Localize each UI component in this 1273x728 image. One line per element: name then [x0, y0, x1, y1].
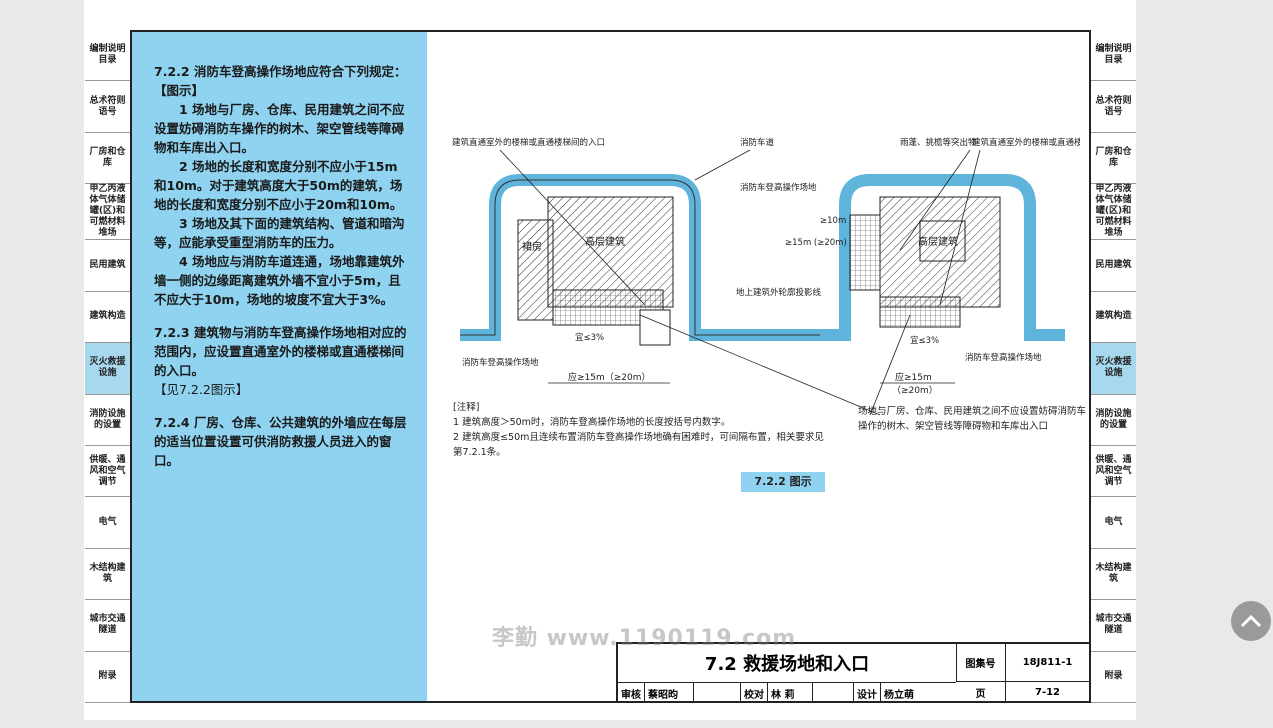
notes-block: [注释] 1 建筑高度＞50m时，消防车登高操作场地的长度按括号内数字。 2 建… — [453, 400, 833, 460]
clause-7-2-2-item-2: 2 场地的长度和宽度分别不应小于15m和10m。对于建筑高度大于50m的建筑，场… — [154, 159, 403, 212]
label-ge10: ≥10m — [820, 216, 846, 226]
label-slope-left: 宜≤3% — [575, 332, 604, 343]
left-chapter-tabs: 编制说明目录总术符则语号厂房和仓库甲乙丙液体气体储罐(区)和可燃材料堆场民用建筑… — [85, 30, 130, 704]
label-site-mid: 消防车登高操作场地 — [740, 182, 817, 193]
right-tab-8[interactable]: 供暖、通风和空气调节 — [1091, 445, 1136, 498]
clause-7-2-4: 7.2.4 厂房、仓库、公共建筑的外墙应在每层的适当位置设置可供消防救援人员进入… — [154, 415, 407, 468]
site-grid-right-v — [849, 214, 881, 291]
left-tab-11[interactable]: 城市交通隧道 — [85, 600, 130, 652]
check-signature — [813, 683, 854, 703]
label-site-left: 消防车登高操作场地 — [462, 357, 539, 368]
review-label: 审核 — [618, 683, 645, 703]
clause-7-2-3: 7.2.3 建筑物与消防车登高操作场地相对应的范围内，应设置直通室外的楼梯或直通… — [154, 325, 407, 378]
figure-caption: 7.2.2 图示 — [741, 472, 825, 492]
designer-name: 杨立萌 — [884, 689, 914, 701]
label-length-left: 应≥15m（≥20m） — [568, 371, 651, 383]
label-ge15: ≥15m (≥20m) — [785, 238, 847, 248]
left-tab-12[interactable]: 附录 — [85, 651, 130, 704]
label-highrise-right: 高层建筑 — [918, 235, 958, 248]
label-podium: 裙房 — [522, 240, 542, 253]
right-tab-4[interactable]: 民用建筑 — [1091, 240, 1136, 292]
highrise-block-left — [547, 196, 674, 308]
label-fire-road: 消防车道 — [740, 137, 775, 148]
label-projection: 地上建筑外轮廓投影线 — [736, 287, 822, 298]
site-grid-right-h — [879, 296, 961, 328]
note-1: 1 建筑高度＞50m时，消防车登高操作场地的长度按括号内数字。 — [453, 417, 731, 428]
right-tab-12[interactable]: 附录 — [1091, 651, 1136, 704]
check-label: 校对 — [741, 683, 768, 703]
highrise-block-right — [879, 196, 1001, 308]
right-tab-1[interactable]: 总术符则语号 — [1091, 81, 1136, 133]
right-chapter-tabs: 编制说明目录总术符则语号厂房和仓库甲乙丙液体气体储罐(区)和可燃材料堆场民用建筑… — [1091, 30, 1136, 704]
left-tab-5[interactable]: 建筑构造 — [85, 291, 130, 344]
clause-7-2-3-ref: 【见7.2.2图示】 — [154, 382, 249, 397]
reviewer-name: 蔡昭昀 — [645, 683, 694, 703]
label-stair-right: 建筑直通室外的楼梯或直通楼梯间的入口 — [972, 137, 1080, 148]
review-signature — [694, 683, 741, 703]
right-tab-10[interactable]: 木结构建筑 — [1091, 548, 1136, 601]
clause-7-2-2-item-3: 3 场地及其下面的建筑结构、管道和暗沟等，应能承受重型消防车的压力。 — [154, 216, 405, 250]
label-canopy: 雨蓬、挑檐等突出物 — [900, 137, 977, 148]
page-label: 页 — [956, 682, 1006, 703]
checker-name: 林 莉 — [768, 683, 813, 703]
left-tab-9[interactable]: 电气 — [85, 497, 130, 549]
right-tab-9[interactable]: 电气 — [1091, 497, 1136, 549]
watermark: 李勤 www.1190119.com — [492, 626, 797, 651]
right-tab-0[interactable]: 编制说明目录 — [1091, 30, 1136, 82]
label-highrise-left: 高层建筑 — [585, 235, 625, 248]
page-number: 7-12 — [1034, 687, 1061, 698]
label-stair-left: 建筑直通室外的楼梯或直通楼梯间的入口 — [452, 137, 605, 148]
left-tab-2[interactable]: 厂房和仓库 — [85, 132, 130, 185]
site-plan-diagram: 建筑直通室外的楼梯或直通楼梯间的入口 消防车道 雨蓬、挑檐等突出物 建筑直通室外… — [452, 137, 1080, 416]
atlas-label: 图集号 — [956, 644, 1006, 682]
right-tab-3[interactable]: 甲乙丙液体气体储罐(区)和可燃材料堆场 — [1091, 184, 1136, 241]
note-site-obstacles: 场地与厂房、仓库、民用建筑之间不应设置妨碍消防车操作的树木、架空管线等障碍物和车… — [858, 406, 1087, 432]
label-length-right: 应≥15m — [895, 371, 932, 383]
title-block: 7.2 救援场地和入口 图集号 18J811-1 页 7-12 审核 蔡昭昀 校… — [616, 642, 1089, 703]
left-tab-1[interactable]: 总术符则语号 — [85, 81, 130, 133]
left-tab-8[interactable]: 供暖、通风和空气调节 — [85, 445, 130, 498]
right-tab-7[interactable]: 消防设施的设置 — [1091, 394, 1136, 446]
right-tab-11[interactable]: 城市交通隧道 — [1091, 600, 1136, 652]
clause-text-panel: 7.2.2 消防车登高操作场地应符合下列规定：【图示】 1 场地与厂房、仓库、民… — [132, 32, 427, 701]
notes-heading: [注释] — [453, 402, 480, 413]
clause-7-2-2-item-1: 1 场地与厂房、仓库、民用建筑之间不应设置妨碍消防车操作的树木、架空管线等障碍物… — [154, 102, 405, 155]
note-2: 2 建筑高度≤50m且连续布置消防车登高操作场地确有困难时，可间隔布置，相关要求… — [453, 432, 824, 458]
left-tab-4[interactable]: 民用建筑 — [85, 240, 130, 292]
left-tab-0[interactable]: 编制说明目录 — [85, 30, 130, 82]
chevron-up-icon — [1240, 614, 1262, 628]
sheet-title: 7.2 救援场地和入口 — [618, 644, 957, 682]
label-site-right: 消防车登高操作场地 — [965, 352, 1042, 363]
left-tab-3[interactable]: 甲乙丙液体气体储罐(区)和可燃材料堆场 — [85, 184, 130, 241]
left-tab-6[interactable]: 灭火救援设施 — [85, 343, 130, 395]
right-tab-2[interactable]: 厂房和仓库 — [1091, 132, 1136, 185]
fire-road-right — [820, 174, 1065, 341]
clause-7-2-2-item-4: 4 场地应与消防车道连通，场地靠建筑外墙一侧的边缘距离建筑外墙不宜小于5m，且不… — [154, 254, 405, 307]
left-tab-7[interactable]: 消防设施的设置 — [85, 394, 130, 446]
label-slope-right: 宜≤3% — [910, 335, 939, 346]
clause-7-2-2-heading: 7.2.2 消防车登高操作场地应符合下列规定：【图示】 — [154, 64, 407, 98]
right-tab-5[interactable]: 建筑构造 — [1091, 291, 1136, 344]
signature-row: 审核 蔡昭昀 校对 林 莉 设计 杨立萌 — [618, 682, 956, 703]
scroll-to-top-button[interactable] — [1231, 601, 1271, 641]
design-label: 设计 — [854, 683, 881, 703]
right-tab-6[interactable]: 灭火救援设施 — [1091, 343, 1136, 395]
label-length-right-2: （≥20m） — [892, 385, 938, 396]
left-tab-10[interactable]: 木结构建筑 — [85, 548, 130, 601]
atlas-number: 18J811-1 — [1006, 644, 1089, 682]
